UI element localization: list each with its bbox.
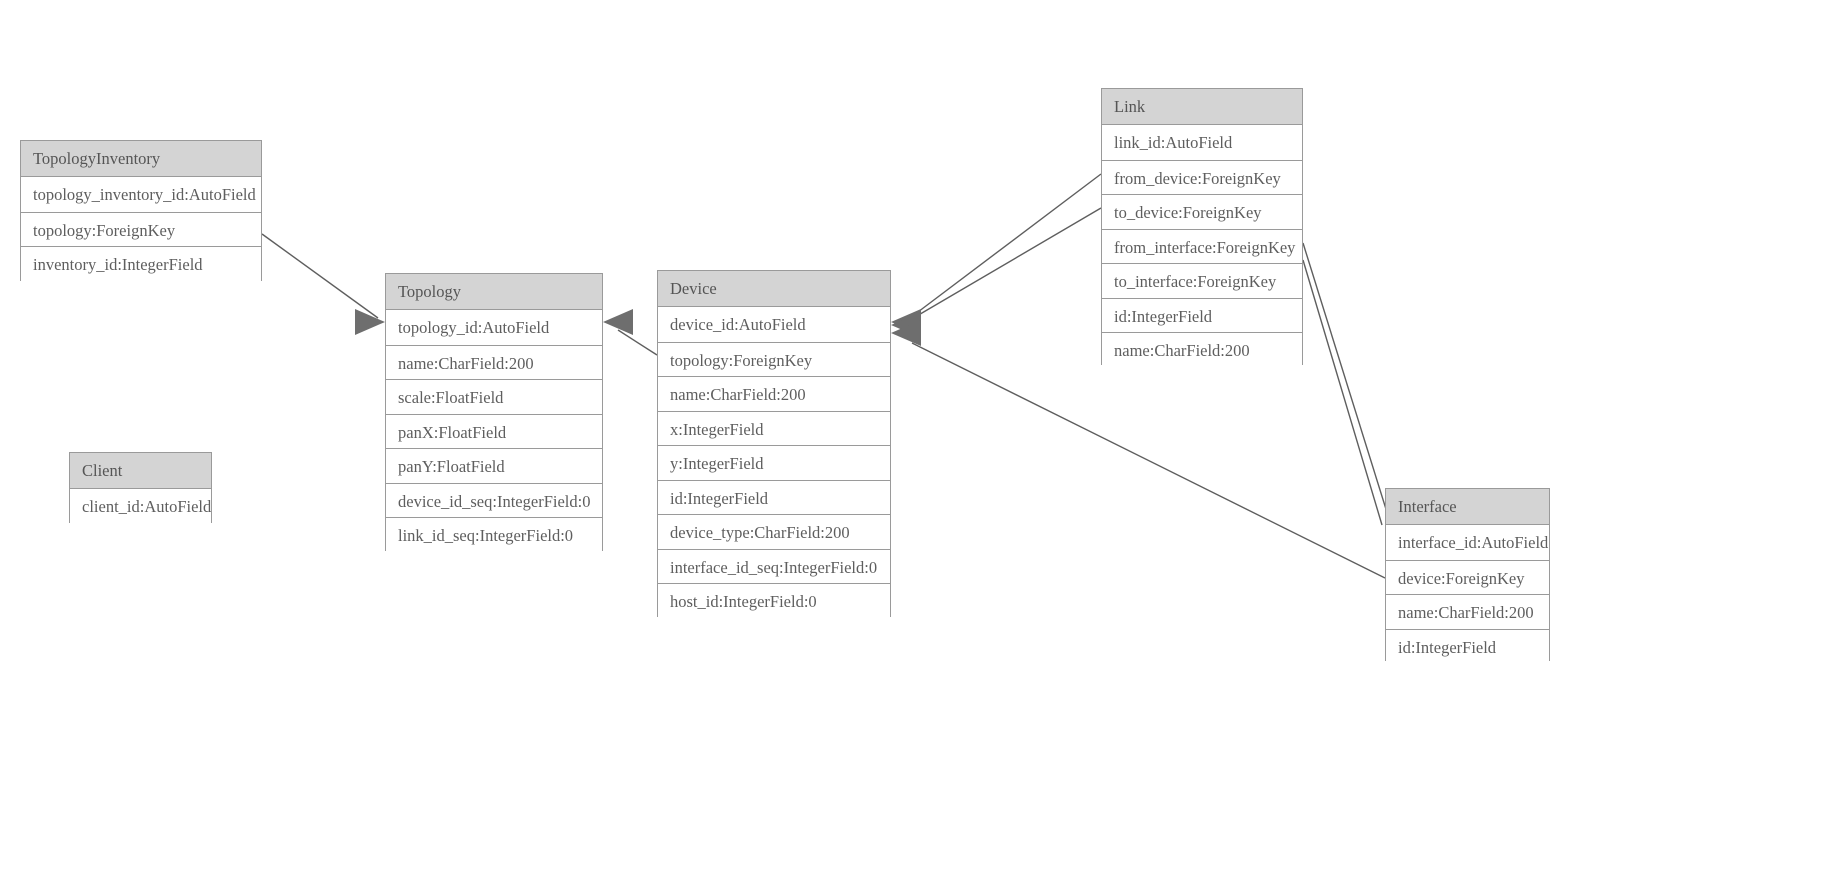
entity-field[interactable]: id:IntegerField xyxy=(1102,297,1302,332)
entity-field[interactable]: y:IntegerField xyxy=(658,445,890,480)
entity-field[interactable]: link_id_seq:IntegerField:0 xyxy=(386,517,602,552)
entity-field[interactable]: x:IntegerField xyxy=(658,410,890,445)
entity-title-device: Device xyxy=(658,271,890,307)
entity-field[interactable]: panY:FloatField xyxy=(386,448,602,483)
entity-field[interactable]: id:IntegerField xyxy=(658,479,890,514)
entity-field[interactable]: device:ForeignKey xyxy=(1386,559,1549,594)
entity-field[interactable]: to_device:ForeignKey xyxy=(1102,194,1302,229)
entity-field[interactable]: from_interface:ForeignKey xyxy=(1102,228,1302,263)
entity-fields-client: client_id:AutoField xyxy=(70,489,211,524)
entity-field[interactable]: interface_id:AutoField xyxy=(1386,525,1549,560)
relation-line-topologyinventory-topology xyxy=(261,233,379,319)
entity-field[interactable]: to_interface:ForeignKey xyxy=(1102,263,1302,298)
relation-line-interface-device-device xyxy=(911,342,1386,579)
entity-field[interactable]: name:CharField:200 xyxy=(386,344,602,379)
entity-title-client: Client xyxy=(70,453,211,489)
entity-field[interactable]: link_id:AutoField xyxy=(1102,125,1302,160)
entity-field[interactable]: topology_inventory_id:AutoField xyxy=(21,177,261,212)
relation-arrowhead-device-topology xyxy=(603,309,633,335)
relation-arrowhead-interface-device-device xyxy=(891,320,921,346)
entity-field[interactable]: device_id:AutoField xyxy=(658,307,890,342)
entity-title-topology: Topology xyxy=(386,274,602,310)
relation-arrowhead-link-todevice-device xyxy=(891,312,921,338)
entity-field[interactable]: device_type:CharField:200 xyxy=(658,514,890,549)
entity-field[interactable]: topology_id:AutoField xyxy=(386,310,602,345)
entity-field[interactable]: client_id:AutoField xyxy=(70,489,211,524)
entity-title-interface: Interface xyxy=(1386,489,1549,525)
entity-field[interactable]: name:CharField:200 xyxy=(1386,594,1549,629)
relation-line-link-todevice-device xyxy=(909,207,1102,321)
entity-field[interactable]: host_id:IntegerField:0 xyxy=(658,583,890,618)
entity-field[interactable]: interface_id_seq:IntegerField:0 xyxy=(658,548,890,583)
entity-field[interactable]: id:IntegerField xyxy=(1386,628,1549,663)
relation-arrowhead-topologyinventory-topology xyxy=(355,309,385,335)
entity-field[interactable]: from_device:ForeignKey xyxy=(1102,159,1302,194)
entity-field[interactable]: panX:FloatField xyxy=(386,413,602,448)
entity-field[interactable]: device_id_seq:IntegerField:0 xyxy=(386,482,602,517)
entity-field[interactable]: scale:FloatField xyxy=(386,379,602,414)
entity-title-topology-inventory: TopologyInventory xyxy=(21,141,261,177)
relation-arrowhead-link-fromdevice-device xyxy=(891,309,921,335)
entity-field[interactable]: name:CharField:200 xyxy=(1102,332,1302,367)
relation-line-link-frominterface-interface xyxy=(1302,242,1391,523)
relation-line-device-topology xyxy=(617,329,658,356)
relation-line-link-fromdevice-device xyxy=(909,173,1102,319)
entity-field[interactable]: topology:ForeignKey xyxy=(658,341,890,376)
entity-field[interactable]: topology:ForeignKey xyxy=(21,211,261,246)
entity-field[interactable]: inventory_id:IntegerField xyxy=(21,246,261,281)
relation-line-link-tointerface-interface xyxy=(1302,259,1383,526)
entity-field[interactable]: name:CharField:200 xyxy=(658,376,890,411)
entity-title-link: Link xyxy=(1102,89,1302,125)
